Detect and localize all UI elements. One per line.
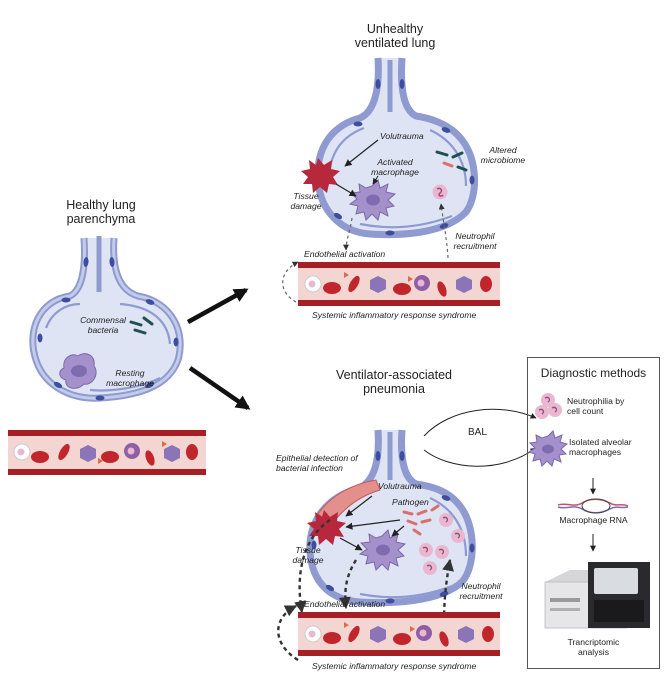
neutrophil-recruitment-dashed-arrow xyxy=(438,203,449,259)
arrow-to-vap xyxy=(188,366,251,410)
rna-label: Macrophage RNA xyxy=(559,515,628,525)
transcriptomic-label: Trancriptomic analysis xyxy=(567,637,620,657)
sirs-dashed-arrow xyxy=(282,261,299,303)
unhealthy-alveolus xyxy=(314,57,478,239)
vap-neutrophils-icon xyxy=(419,513,465,575)
bal-arc-top xyxy=(423,408,537,437)
volutrauma-label: Volutrauma xyxy=(380,131,424,141)
sirs-label: Systemic inflammatory response syndrome xyxy=(312,310,477,320)
infected-epithelial-cell xyxy=(317,479,381,525)
endothelial-dashed-arrow xyxy=(343,217,353,251)
bal-label: BAL xyxy=(468,427,487,438)
vap-tissue-damage-icon xyxy=(307,510,346,545)
unhealthy-vessel-cells xyxy=(304,272,492,297)
arrow-to-unhealthy xyxy=(186,288,249,324)
bal-arc-bottom xyxy=(423,447,537,467)
pathogen-icon xyxy=(402,504,440,536)
resting-macrophage-icon xyxy=(59,353,97,389)
diag-macrophage-icon xyxy=(527,430,569,467)
vap-volutrauma-label: Volutrauma xyxy=(378,481,422,491)
sequencer-icon xyxy=(544,562,650,629)
neutrophil-label: Neutrophil recruitment xyxy=(453,231,497,251)
vap-volutrauma-arrow xyxy=(345,495,373,517)
diagnostic-box xyxy=(527,357,660,669)
tissue-label: Tissue damage xyxy=(290,191,322,211)
macrophage-rna-icon xyxy=(557,498,629,514)
activated-label: Activated macrophage xyxy=(371,157,419,177)
vap-endothelial-label: Endothelial activation xyxy=(304,599,386,609)
altered-microbiome-icon xyxy=(435,150,468,172)
altered-label: Altered microbiome xyxy=(480,145,526,165)
activated-label-arrow xyxy=(372,175,379,185)
diag-neutrophil-icon xyxy=(535,393,562,419)
vap-vessel-cells xyxy=(304,622,494,647)
commensal-bacteria-icon xyxy=(129,316,154,335)
resting-label: Resting macrophage xyxy=(106,368,154,388)
endothelial-label: Endothelial activation xyxy=(304,249,386,259)
vap-sirs-label: Systemic inflammatory response syndrome xyxy=(312,661,477,671)
vap-neutrophil-label: Neutrophil recruitment xyxy=(459,581,503,601)
tissue-damage-icon xyxy=(301,158,340,193)
vap-neutrophil-dashed-arrow xyxy=(442,558,454,623)
unhealthy-title: Unhealthy ventilated lung xyxy=(354,22,436,51)
epithelial-label: Epithelial detection of bacterial infect… xyxy=(276,453,358,473)
volutrauma-arrow xyxy=(344,139,379,167)
neutrophilia-label: Neutrophilia by cell count xyxy=(567,396,625,416)
pathogen-label: Pathogen xyxy=(392,497,429,507)
vap-title: Ventilator-associated pneumonia xyxy=(335,368,453,397)
healthy-vessel-cells xyxy=(13,441,198,466)
vap-damage-to-macrophage-arrow xyxy=(339,537,363,551)
pathogen-to-damage-arrow xyxy=(345,519,401,530)
vap-tissue-label: Tissue damage xyxy=(292,545,324,565)
isolated-label: Isolated alveolar macrophages xyxy=(569,437,632,457)
commensal-label: Commensal bacteria xyxy=(80,315,126,335)
pathogen-to-macrophage-arrow xyxy=(391,525,405,537)
vap-macrophage-icon xyxy=(358,529,407,571)
epithelial-dashed-arrow xyxy=(294,519,331,614)
diagnostic-title: Diagnostic methods xyxy=(540,366,647,380)
vap-sirs-dashed-arrow xyxy=(277,604,299,662)
unhealthy-neutrophil-icon xyxy=(432,184,448,200)
vap-endothelial-dashed-arrow xyxy=(338,559,358,610)
healthy-title: Healthy lung parenchyma xyxy=(66,198,136,227)
damage-to-macrophage-arrow xyxy=(335,183,357,197)
